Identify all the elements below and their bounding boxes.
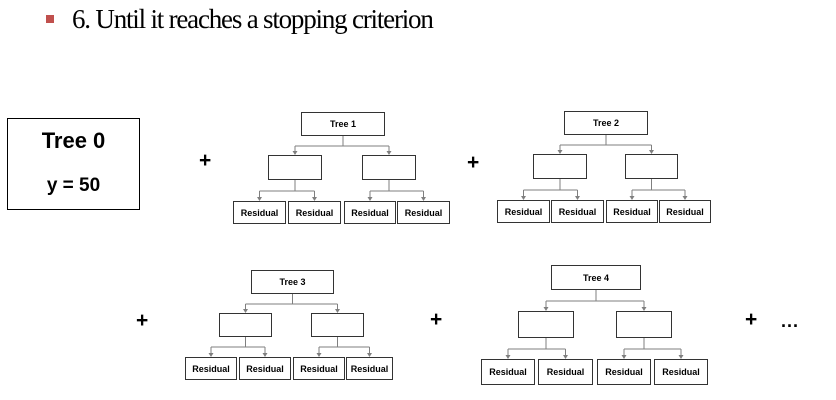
- tree-split-node: [219, 313, 272, 337]
- bullet-item: 6. Until it reaches a stopping criterion: [46, 2, 434, 36]
- tree-root-node: Tree 3: [251, 270, 334, 294]
- arrowhead-icon: [563, 355, 568, 359]
- residual-leaf: Residual: [597, 359, 651, 385]
- arrowhead-icon: [312, 197, 317, 201]
- arrowhead-icon: [262, 353, 268, 357]
- residual-leaf: Residual: [344, 201, 396, 224]
- plus-sign: +: [467, 151, 480, 174]
- residual-leaf: Residual: [293, 357, 345, 380]
- arrowhead-icon: [316, 353, 322, 357]
- residual-leaf: Residual: [654, 359, 708, 385]
- tree-split-node: [311, 313, 364, 337]
- residual-leaf: Residual: [346, 357, 393, 380]
- residual-leaf: Residual: [551, 200, 604, 223]
- arrowhead-icon: [629, 196, 635, 200]
- arrowhead-icon: [367, 353, 372, 357]
- tree-root-node: Tree 1: [301, 112, 385, 136]
- plus-sign: +: [745, 308, 758, 331]
- arrowhead-icon: [521, 196, 526, 200]
- tree-root-node: Tree 4: [551, 265, 641, 290]
- residual-leaf: Residual: [288, 201, 341, 224]
- tree-split-node: [625, 154, 678, 179]
- arrowhead-icon: [421, 197, 426, 201]
- arrowhead-icon: [386, 151, 392, 155]
- ellipsis: ...: [781, 311, 800, 331]
- arrowhead-icon: [678, 355, 684, 359]
- arrowhead-icon: [621, 355, 627, 359]
- arrowhead-icon: [557, 150, 563, 154]
- tree-split-node: [362, 155, 416, 180]
- square-bullet-icon: [46, 15, 54, 23]
- arrowhead-icon: [367, 197, 373, 201]
- arrowhead-icon: [682, 196, 688, 200]
- tree-split-node: [616, 311, 672, 338]
- residual-leaf: Residual: [606, 200, 658, 223]
- tree-0-value: y = 50: [46, 175, 101, 196]
- arrowhead-icon: [641, 307, 647, 311]
- tree-split-node: [518, 311, 574, 338]
- arrowhead-icon: [292, 151, 298, 155]
- residual-leaf: Residual: [497, 200, 550, 223]
- tree-0-title: Tree 0: [41, 128, 106, 153]
- residual-leaf: Residual: [481, 359, 535, 385]
- arrowhead-icon: [208, 353, 214, 357]
- plus-sign: +: [199, 149, 212, 172]
- residual-leaf: Residual: [397, 201, 450, 224]
- residual-leaf: Residual: [239, 357, 291, 380]
- arrowhead-icon: [505, 355, 511, 359]
- arrowhead-icon: [243, 309, 248, 313]
- plus-sign: +: [136, 309, 149, 332]
- residual-leaf: Residual: [233, 201, 286, 224]
- tree-split-node: [533, 154, 587, 179]
- residual-leaf: Residual: [659, 200, 711, 223]
- arrowhead-icon: [335, 309, 340, 313]
- tree-root-node: Tree 2: [564, 111, 648, 135]
- slide-heading: 6. Until it reaches a stopping criterion: [72, 4, 434, 34]
- arrowhead-icon: [543, 307, 549, 311]
- plus-sign: +: [430, 308, 443, 331]
- tree-split-node: [268, 155, 322, 180]
- arrowhead-icon: [575, 196, 580, 200]
- arrowhead-icon: [649, 150, 654, 154]
- tree-0-box: Tree 0 y = 50: [7, 118, 140, 210]
- residual-leaf: Residual: [538, 359, 593, 385]
- residual-leaf: Residual: [185, 357, 237, 380]
- arrowhead-icon: [257, 197, 262, 201]
